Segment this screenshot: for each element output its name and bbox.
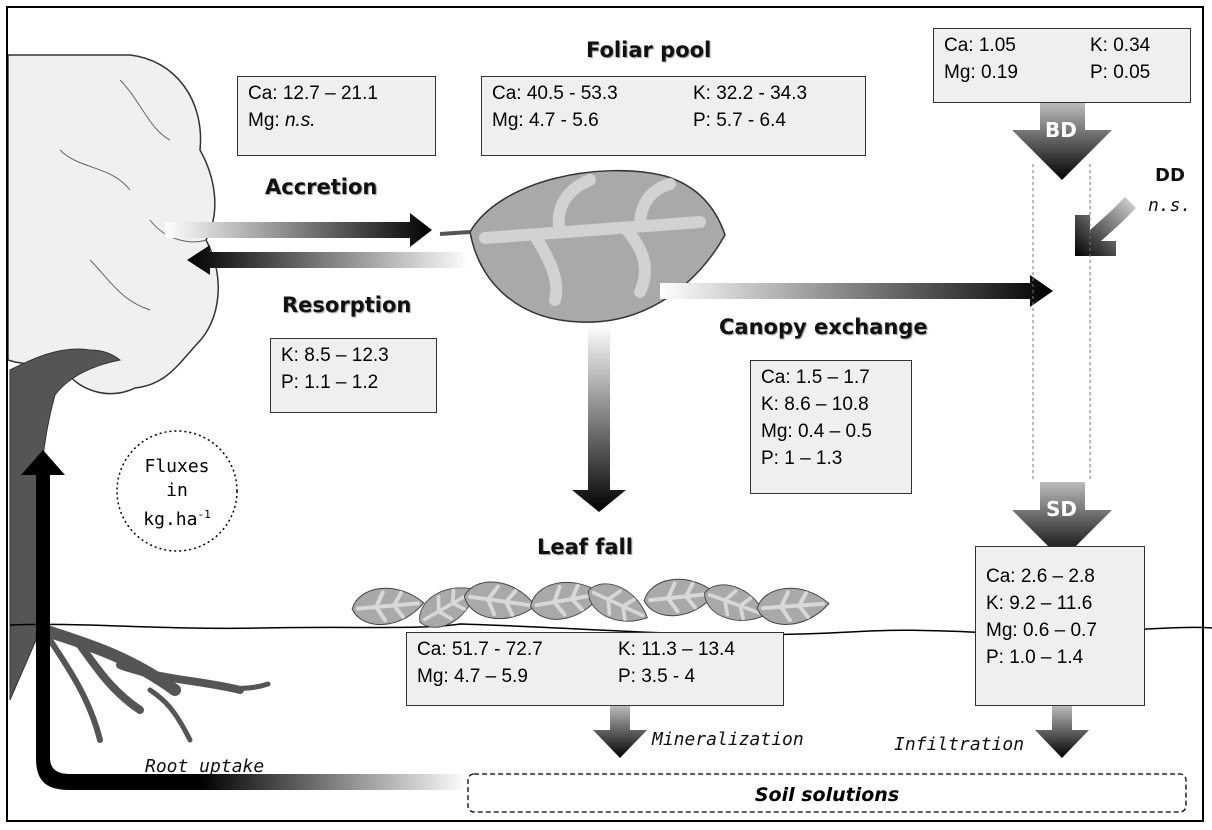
foliar-pool-title: Foliar pool: [586, 38, 712, 62]
leaf-fall-p: P: 3.5 - 4: [618, 666, 696, 687]
fluxes-exponent: -1: [197, 508, 211, 521]
foliar-pool-values-box: Ca: 40.5 - 53.3 K: 32.2 - 34.3 Mg: 4.7 - …: [481, 76, 866, 156]
leaf-fall-ca: Ca: 51.7 - 72.7: [417, 639, 543, 660]
canopy-exchange-title: Canopy exchange: [719, 315, 928, 339]
bd-values-box: Ca: 1.05 K: 0.34 Mg: 0.19 P: 0.05: [933, 28, 1191, 103]
fluxes-line3: kg.ha-1: [117, 503, 237, 532]
diagram-frame: [6, 6, 1204, 822]
mineralization-label: Mineralization: [652, 729, 804, 750]
bd-k: K: 0.34: [1090, 35, 1151, 56]
leaf-fall-k: K: 11.3 – 13.4: [618, 639, 735, 660]
soil-solutions-box: [467, 773, 1187, 813]
sd-p: P: 1.0 – 1.4: [986, 647, 1084, 668]
resorption-p: P: 1.1 – 1.2: [281, 372, 379, 393]
foliar-ca: Ca: 40.5 - 53.3: [492, 83, 618, 104]
resorption-title: Resorption: [282, 293, 412, 317]
fluxes-legend: Fluxes in kg.ha-1: [117, 455, 237, 532]
canopy-p: P: 1 – 1.3: [761, 448, 843, 469]
sd-arrow: [1012, 482, 1112, 560]
sd-k: K: 9.2 – 11.6: [986, 593, 1093, 614]
bd-ca: Ca: 1.05: [944, 35, 1016, 56]
infiltration-arrow: [1035, 706, 1089, 758]
canopy-ca: Ca: 1.5 – 1.7: [761, 367, 870, 388]
fluxes-line2: in: [166, 480, 188, 501]
canopy-exchange-arrow: [660, 275, 1053, 307]
foliar-p: P: 5.7 - 6.4: [693, 110, 786, 131]
fluxes-circle: [116, 430, 238, 552]
fluxes-unit: kg.ha: [143, 509, 198, 530]
accretion-mg-value: n.s.: [284, 110, 316, 131]
bd-label: BD: [1045, 118, 1077, 142]
canopy-k: K: 8.6 – 10.8: [761, 394, 869, 415]
canopy-mg: Mg: 0.4 – 0.5: [761, 421, 872, 442]
dd-value: n.s.: [1148, 195, 1192, 216]
accretion-ca: Ca: 12.7 – 21.1: [248, 83, 378, 104]
bd-mg: Mg: 0.19: [944, 62, 1018, 83]
infiltration-label: Infiltration: [894, 734, 1025, 755]
accretion-arrow: [165, 213, 432, 247]
canopy-exchange-values-box: Ca: 1.5 – 1.7 K: 8.6 – 10.8 Mg: 0.4 – 0.…: [750, 360, 912, 494]
fluxes-line1: Fluxes: [144, 456, 210, 477]
accretion-values-box: Ca: 12.7 – 21.1 Mg: n.s.: [237, 76, 436, 156]
root-uptake-label: Root uptake: [145, 756, 265, 777]
dd-arrow: [1075, 197, 1136, 256]
leaf-fall-title: Leaf fall: [537, 535, 633, 559]
sd-values-box: Ca: 2.6 – 2.8 K: 9.2 – 11.6 Mg: 0.6 – 0.…: [975, 546, 1145, 706]
sd-label: SD: [1046, 497, 1078, 521]
accretion-title: Accretion: [265, 175, 378, 199]
soil-solutions-label: Soil solutions: [754, 784, 900, 806]
accretion-mg: Mg: n.s.: [248, 107, 316, 134]
dd-label: DD: [1155, 165, 1185, 186]
sd-ca: Ca: 2.6 – 2.8: [986, 566, 1095, 587]
foliar-k: K: 32.2 - 34.3: [693, 83, 808, 104]
bd-arrow: [1012, 103, 1112, 180]
bd-p: P: 0.05: [1090, 62, 1151, 83]
resorption-arrow: [187, 245, 470, 275]
resorption-values-box: K: 8.5 – 12.3 P: 1.1 – 1.2: [270, 338, 437, 413]
leaf-fall-mg: Mg: 4.7 – 5.9: [417, 666, 528, 687]
tree-canopy: [7, 54, 219, 395]
accretion-mg-label: Mg:: [248, 110, 285, 131]
resorption-k: K: 8.5 – 12.3: [281, 345, 389, 366]
leaf-fall-arrow: [572, 325, 626, 512]
mineralization-arrow: [593, 706, 647, 758]
leaf-fall-values-box: Ca: 51.7 - 72.7 K: 11.3 – 13.4 Mg: 4.7 – …: [406, 632, 784, 706]
foliar-mg: Mg: 4.7 - 5.6: [492, 110, 599, 131]
sd-mg: Mg: 0.6 – 0.7: [986, 620, 1097, 641]
